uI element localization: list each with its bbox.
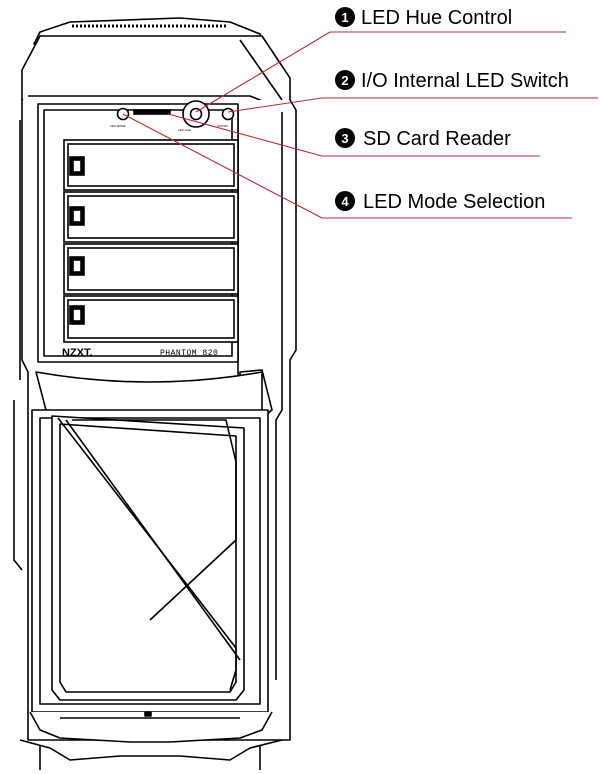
io-label-led-hue: LED HUE (178, 128, 191, 132)
sd-card-slot[interactable] (133, 109, 171, 115)
callout-number-3: 3 (341, 131, 348, 146)
callout-label-1: LED Hue Control (361, 7, 512, 29)
callout-lines (122, 31, 598, 219)
brand-logo: NZXT. (62, 347, 93, 359)
model-name: PHANTOM 820 (160, 349, 218, 358)
callout-number-4: 4 (341, 194, 349, 209)
callout-line-2 (227, 97, 323, 113)
io-tiny-labels: LED MODE LED HUE ON/OFF (110, 124, 228, 132)
drive-bay (63, 243, 239, 295)
drive-bay (63, 139, 239, 191)
callout-line-3 (167, 113, 323, 157)
callout-number-2: 2 (341, 73, 348, 88)
callout-2: 2 I/O Internal LED Switch (335, 70, 569, 92)
callout-badge-4 (335, 191, 355, 211)
drive-bay (63, 295, 239, 343)
callout-1: 1 LED Hue Control (335, 7, 512, 29)
callout-label-3: SD Card Reader (363, 128, 511, 150)
led-switch-button[interactable] (221, 107, 235, 121)
callout-line-4 (122, 113, 323, 219)
callout-4: 4 LED Mode Selection (335, 191, 545, 213)
callout-label-2: I/O Internal LED Switch (361, 70, 569, 92)
callout-badge-1 (335, 7, 355, 27)
diagonal-accent (72, 419, 237, 621)
callout-badge-2 (335, 70, 355, 90)
led-hue-dial-inner (189, 107, 203, 121)
callout-label-4: LED Mode Selection (363, 191, 545, 213)
callout-badge-3 (335, 128, 355, 148)
callout-line-1 (195, 31, 331, 113)
io-label-switch: ON/OFF (217, 124, 228, 128)
mesh-panel (51, 415, 245, 701)
callout-number-1: 1 (341, 10, 348, 25)
case-foot (29, 711, 273, 743)
drive-bays (63, 139, 239, 343)
callout-3: 3 SD Card Reader (335, 128, 511, 150)
drive-bay (63, 191, 239, 243)
io-label-led-mode: LED MODE (110, 124, 126, 128)
